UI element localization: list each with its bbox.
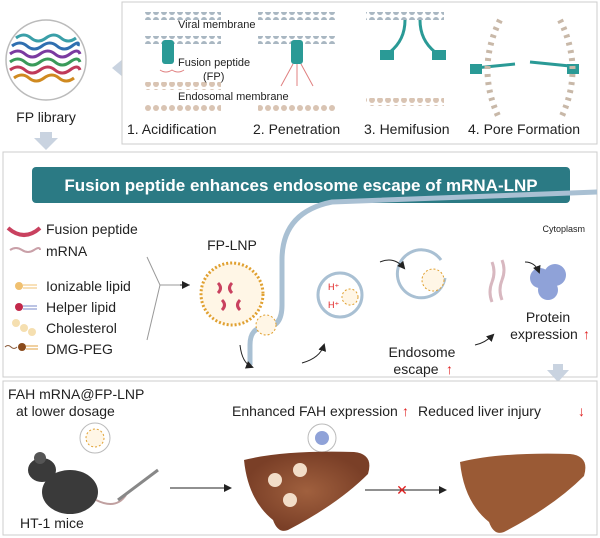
enhanced-expression-label: Enhanced FAH expression: [232, 403, 398, 419]
fp-abbrev-label: (FP): [203, 71, 224, 83]
mechanism-panel: Viral membrane Fusion peptide (FP) Endos…: [121, 1, 598, 145]
mouse-icon: [28, 452, 127, 514]
liver-treated: [244, 451, 370, 531]
protein-expression-label-1: Protein: [526, 309, 570, 325]
ionizable-lipid-icon: [15, 282, 37, 290]
viral-membrane-label: Viral membrane: [178, 19, 255, 31]
enhanced-up-arrow: ↑: [402, 403, 409, 419]
fp-lnp-particle: [199, 261, 265, 327]
endosome-escape-label-1: Endosome: [389, 344, 456, 360]
escaping-endosome: [395, 248, 447, 300]
step-acidification: 1. Acidification: [127, 121, 217, 137]
treatment-label-2: at lower dosage: [16, 403, 115, 419]
legend-fusion-peptide: Fusion peptide: [46, 221, 138, 237]
dmg-peg-icon: [4, 343, 38, 351]
liver-injured: [460, 453, 586, 533]
legend-mrna: mRNA: [46, 243, 88, 259]
step-penetration: 2. Penetration: [253, 121, 340, 137]
reduced-injury-label: Reduced liver injury: [418, 403, 541, 419]
banner-title: Fusion peptide enhances endosome escape …: [64, 176, 537, 195]
helper-lipid-icon: [15, 303, 37, 311]
fp-lnp-label: FP-LNP: [207, 237, 257, 253]
arrow-down-icon-2: [547, 364, 569, 382]
legend-dmg-peg: DMG-PEG: [46, 341, 113, 357]
endosome: [316, 271, 364, 319]
legend-ionizable-lipid: Ionizable lipid: [46, 278, 131, 294]
fp-library: FP library: [5, 19, 87, 125]
cholesterol-icon: [12, 319, 36, 336]
step-hemifusion: 3. Hemifusion: [364, 121, 450, 137]
cell-membrane: [247, 189, 598, 365]
reduced-down-arrow: ↓: [578, 403, 585, 419]
arrow-down-icon: [34, 132, 58, 150]
outcome-panel: FAH mRNA@FP-LNP at lower dosage HT-1 mic…: [2, 380, 598, 536]
fusion-peptide-label: Fusion peptide: [178, 57, 250, 69]
legend-cholesterol: Cholesterol: [46, 320, 117, 336]
endosome-escape-up-arrow: ↑: [446, 361, 453, 377]
treatment-label-1: FAH mRNA@FP-LNP: [8, 386, 144, 402]
mice-label: HT-1 mice: [20, 515, 84, 531]
blocked-icon: ✕: [396, 482, 408, 498]
protein-expression-up-arrow: ↑: [583, 326, 590, 342]
syringe-icon: [117, 468, 159, 502]
title-banner: [32, 167, 570, 203]
protein-expression-label-2: expression: [510, 326, 578, 342]
legend-helper-lipid: Helper lipid: [46, 299, 116, 315]
fp-library-label: FP library: [16, 109, 76, 125]
proton-label-2: H⁺: [328, 300, 339, 310]
fusion-peptide-icon: [6, 226, 42, 237]
mrna-icon: [9, 247, 41, 253]
step-pore-formation: 4. Pore Formation: [468, 121, 580, 137]
endosome-escape-label-2: escape: [393, 361, 438, 377]
lnp-panel: Fusion peptide enhances endosome escape …: [2, 151, 598, 378]
proton-label-1: H⁺: [328, 282, 339, 292]
endosomal-membrane-label: Endosomal membrane: [178, 91, 289, 103]
cytoplasm-label: Cytoplasm: [542, 224, 585, 234]
mrna-released: [488, 259, 506, 303]
